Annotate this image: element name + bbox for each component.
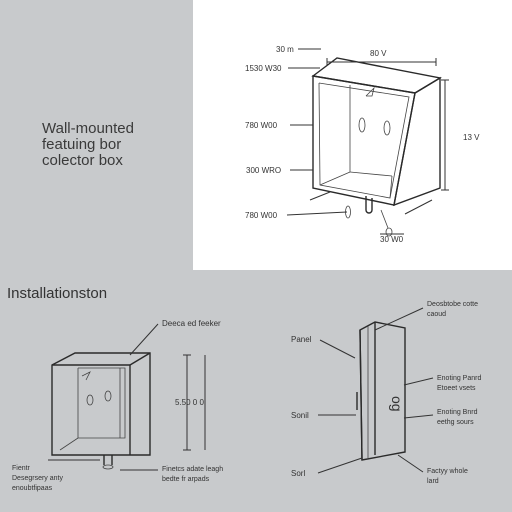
label-5-line-2: eethg sours (437, 419, 474, 426)
intro-line-3: colector box (42, 152, 123, 169)
dim-top-c: 80 V (370, 49, 387, 58)
intro-panel (0, 0, 193, 270)
label-3-line-2: Etoeet vsets (437, 385, 476, 392)
bottom-left-dimension-lines (48, 323, 206, 471)
label-sorl: Sorl (291, 469, 305, 478)
label-7-line-1: Factyy whole (427, 468, 468, 475)
bottom-right-panel-drawing: og (356, 321, 406, 461)
label-bottom-line-1: Finetcs adate leagh (162, 466, 223, 473)
bottom-right-leader-lines (317, 307, 434, 474)
top-box-drawing (311, 57, 442, 237)
intro-line-1: Wall-mounted (42, 120, 134, 137)
intro-text: Wall-mounted featuing bor colector box (42, 121, 134, 169)
dim-left-c: 780 W00 (245, 211, 278, 220)
label-sonil: Sonil (291, 411, 309, 420)
intro-line-2: featuing bor (42, 136, 122, 153)
top-dimension-labels: 30 m 1530 W30 80 V 780 W00 300 WRO 780 W… (245, 45, 480, 244)
installation-panel (0, 270, 512, 512)
dim-top-b: 1530 W30 (245, 64, 282, 73)
label-top-feeder: Deeca ed feeker (162, 319, 221, 328)
dim-top-a: 30 m (276, 45, 294, 54)
dim-right-a: 13 V (463, 133, 480, 142)
label-height: 5.50 0 0 (175, 398, 204, 407)
top-diagram-panel (193, 0, 512, 270)
bottom-left-labels: Deeca ed feeker 5.50 0 0 Fientr Desegrse… (12, 319, 223, 492)
label-front-line-1: Fientr (12, 465, 31, 472)
label-1-line-1: Deosbtobe cotte (427, 301, 478, 308)
bottom-left-box-drawing (51, 352, 151, 470)
label-panel: Panel (291, 335, 312, 344)
section-title: Installationston (7, 285, 108, 302)
panel-text: og (389, 396, 405, 412)
label-front-line-3: enoubtfipaas (12, 485, 53, 492)
dim-bottom-a: 30 W0 (380, 235, 404, 244)
label-bottom-line-2: bedte fr arpads (162, 476, 210, 483)
label-1-line-2: caoud (427, 311, 446, 318)
label-3-line-1: Enoting Panrd (437, 375, 481, 382)
top-dimension-lines (286, 48, 449, 235)
label-7-line-2: lard (427, 478, 439, 485)
dim-left-b: 300 WRO (246, 166, 281, 175)
label-front-line-2: Desegrsery anty (12, 475, 63, 482)
dim-left-a: 780 W00 (245, 121, 278, 130)
bottom-right-labels: Deosbtobe cotte caoud Panel Enoting Panr… (291, 301, 481, 485)
label-5-line-1: Enoting Bnrd (437, 409, 478, 416)
